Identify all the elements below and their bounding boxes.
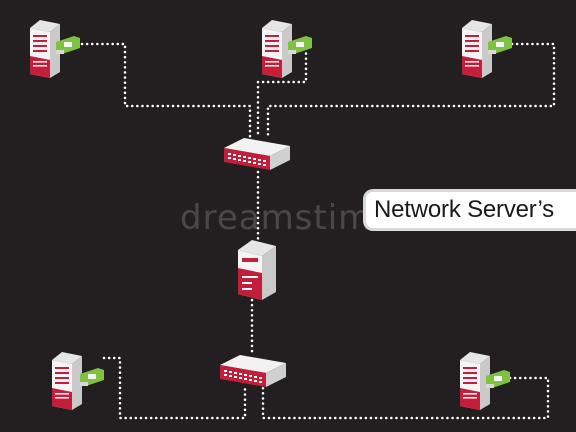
switch-upper — [224, 138, 290, 170]
cable-top-left — [80, 42, 252, 140]
diagram-title: Network Server’s — [374, 196, 554, 223]
server-bottom-left — [52, 352, 82, 410]
main-server — [238, 240, 276, 300]
server-top-left — [30, 20, 60, 78]
cable-top-right — [266, 42, 556, 140]
server-top-right — [462, 20, 492, 78]
nic-icon — [80, 368, 104, 386]
server-top-center — [262, 20, 292, 78]
server-bottom-right — [460, 352, 490, 410]
title-label-box: Network Server’s — [363, 189, 576, 231]
switch-lower — [220, 355, 286, 387]
cable-bottom-left — [102, 356, 247, 420]
cable-bottom-right — [261, 376, 550, 420]
